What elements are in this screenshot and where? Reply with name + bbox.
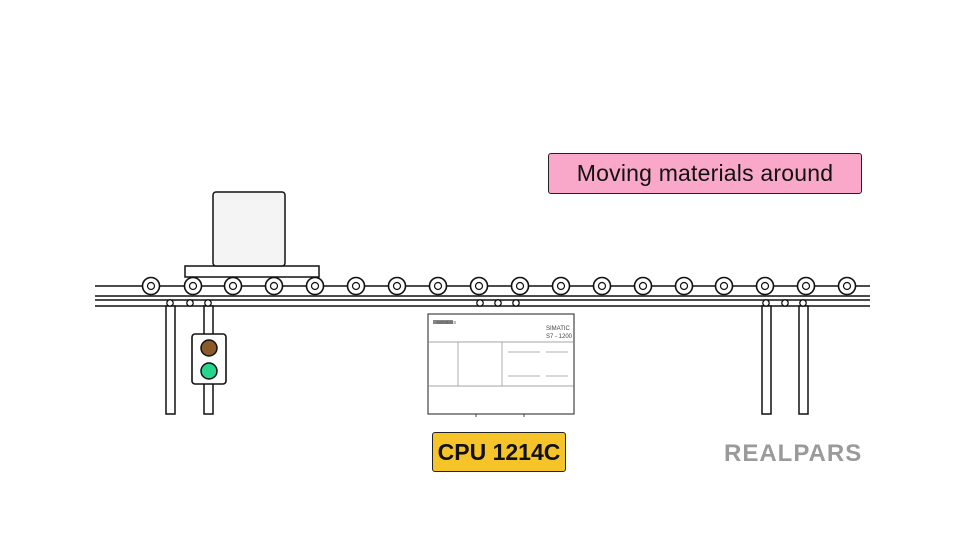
roller-hub (188, 281, 198, 291)
roller-hub (351, 281, 361, 291)
material-box (184, 191, 320, 278)
roller-hub (146, 281, 156, 291)
roller-hub (310, 281, 320, 291)
roller-hub (719, 281, 729, 291)
plc-model-line1: SIMATIC (546, 326, 571, 332)
plc-unit: SIEMENS SIMATIC S7 - 1200 (427, 313, 575, 417)
roller-hub (474, 281, 484, 291)
realpars-logo: REALPARS (724, 440, 863, 467)
roller-hub (269, 281, 279, 291)
roller-hub (760, 281, 770, 291)
roller-hub (433, 281, 443, 291)
roller-hub (638, 281, 648, 291)
roller-hub (556, 281, 566, 291)
roller-hub (228, 281, 238, 291)
roller-hub (801, 281, 811, 291)
roller-hub (842, 281, 852, 291)
roller-hub (515, 281, 525, 291)
roller-hub (392, 281, 402, 291)
traffic-light (191, 333, 227, 385)
traffic-light-bottom-lamp (200, 362, 218, 380)
callout-moving-materials: Moving materials around (548, 153, 862, 194)
traffic-light-top-lamp (200, 339, 218, 357)
cpu-label: CPU 1214C (432, 432, 566, 472)
roller-hub (679, 281, 689, 291)
plc-brand: SIEMENS (436, 320, 456, 325)
roller-hub (597, 281, 607, 291)
leg-bolts (166, 299, 807, 307)
plc-model-line2: S7 - 1200 (546, 334, 573, 340)
